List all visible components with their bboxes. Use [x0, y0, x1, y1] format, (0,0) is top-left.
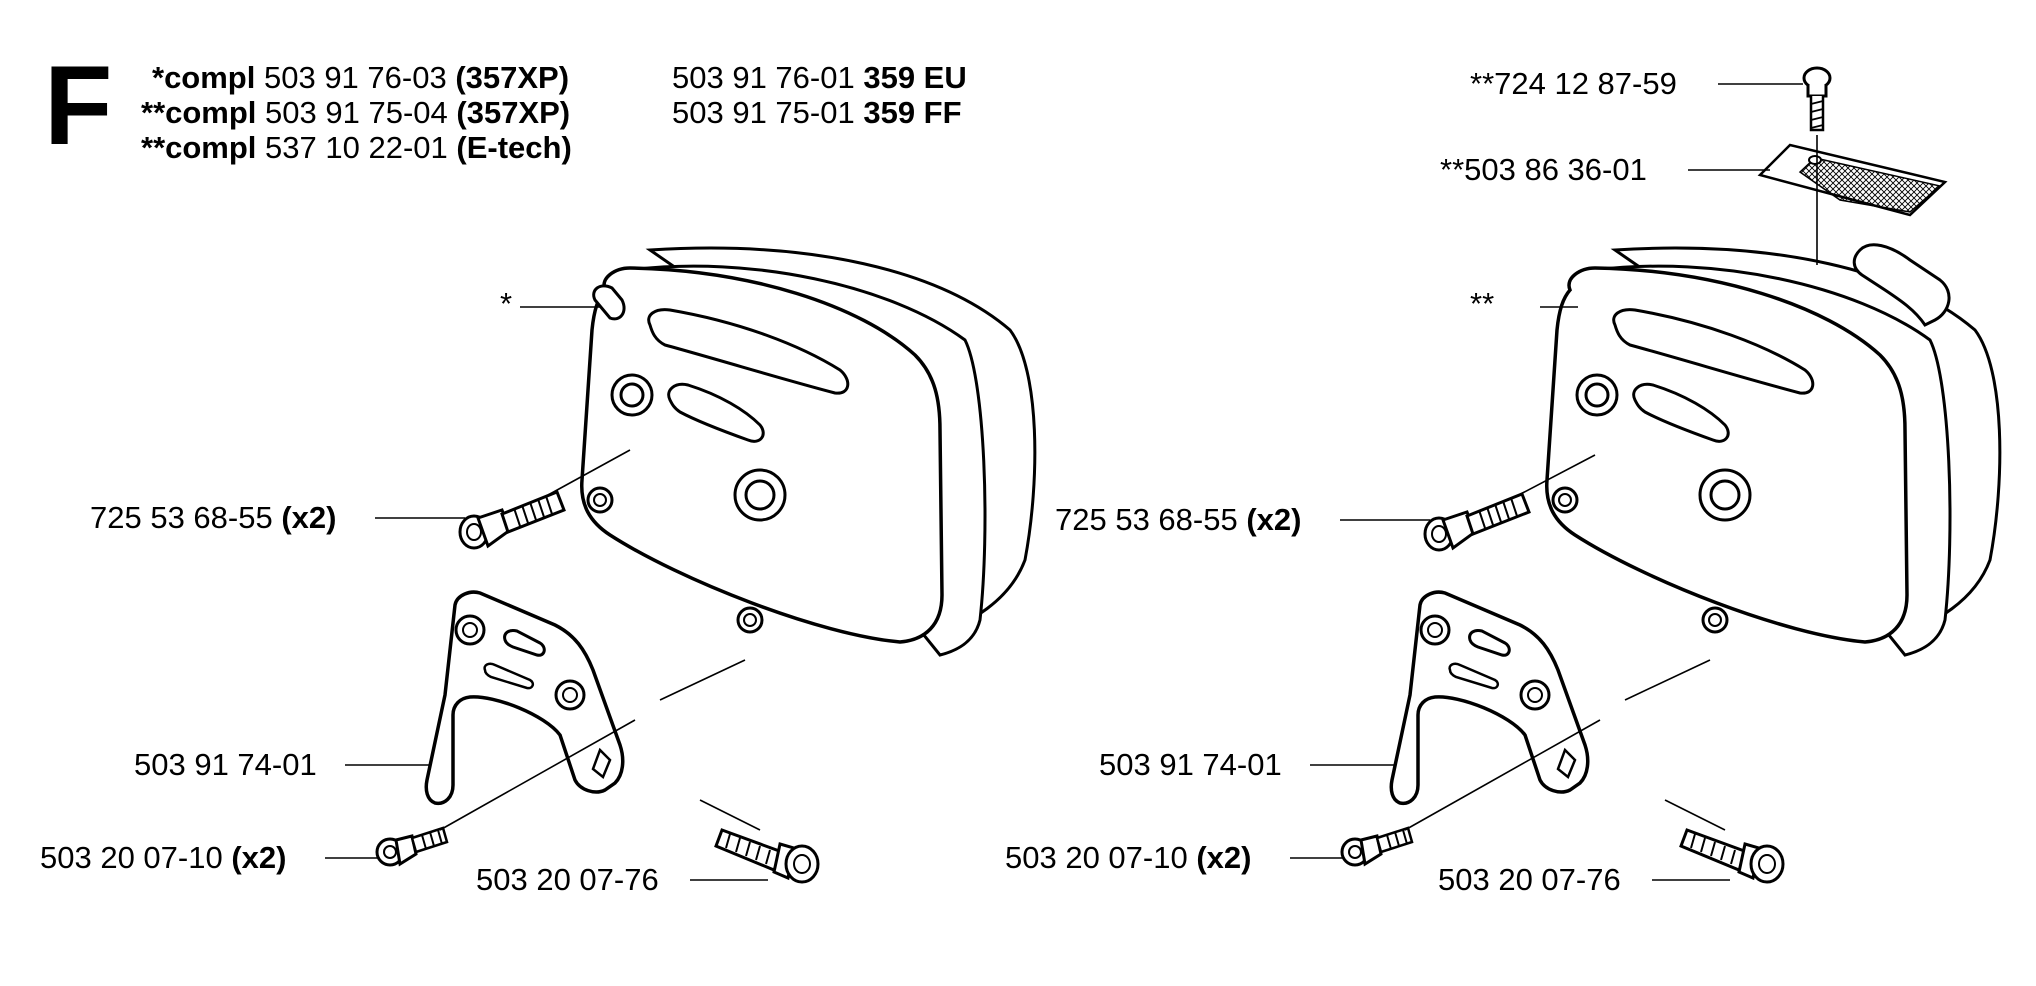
compl-label: **compl: [141, 95, 257, 130]
header-row-3: **compl 537 10 22-01 (E-tech): [141, 132, 572, 163]
section-letter: F: [44, 43, 113, 168]
left-bracket: [424, 590, 625, 806]
right-top-screw-label: **724 12 87-59: [1470, 66, 1677, 101]
left-leader-lines: [325, 306, 768, 881]
model-tag: 359 EU: [863, 60, 967, 95]
part-number: 503 91 75-04: [265, 95, 448, 130]
right-bracket-label: 503 91 74-01: [1099, 747, 1282, 782]
right-muffler: [1544, 243, 2002, 657]
right-screen-label: **503 86 36-01: [1440, 152, 1647, 187]
left-bolt: [458, 490, 566, 550]
compl-label: *compl: [152, 60, 256, 95]
part-number: 503 91 76-01: [672, 60, 855, 95]
compl-label: **compl: [141, 130, 257, 165]
model-tag: 359 FF: [863, 95, 962, 130]
right-bracket: [1389, 590, 1590, 806]
left-bracket-label: 503 91 74-01: [134, 747, 317, 782]
left-marker-label: *: [500, 286, 513, 321]
model-tag: (E-tech): [456, 130, 572, 165]
part-number: 503 91 76-03: [263, 60, 447, 95]
model-tag: (357XP): [455, 60, 570, 95]
part-number: 537 10 22-01: [265, 130, 448, 165]
left-muffler: [579, 246, 1037, 657]
left-screw-small-label: 503 20 07-10 (x2): [40, 840, 287, 875]
right-bolt-label: 725 53 68-55 (x2): [1055, 502, 1302, 537]
header-row-1-alt: 503 91 76-01 359 EU: [672, 62, 967, 93]
header-row-2-alt: 503 91 75-01 359 FF: [672, 97, 962, 128]
right-screw-small: [1340, 826, 1414, 867]
right-marker-label: **: [1470, 286, 1495, 321]
model-tag: (357XP): [456, 95, 571, 130]
part-number: 503 91 75-01: [672, 95, 855, 130]
header-row-1: *compl 503 91 76-03 (357XP): [152, 62, 569, 93]
right-top-screw: [1802, 66, 1832, 132]
right-spark-screen: [1757, 143, 1948, 217]
left-screw-long: [714, 828, 820, 884]
header-row-2: **compl 503 91 75-04 (357XP): [141, 97, 570, 128]
right-leader-lines: [1290, 83, 1818, 881]
left-screw-small: [375, 826, 449, 867]
right-bolt: [1423, 492, 1531, 552]
right-screw-small-label: 503 20 07-10 (x2): [1005, 840, 1252, 875]
right-screw-long: [1679, 828, 1785, 884]
right-screw-long-label: 503 20 07-76: [1438, 862, 1621, 897]
left-screw-long-label: 503 20 07-76: [476, 862, 659, 897]
left-bolt-label: 725 53 68-55 (x2): [90, 500, 337, 535]
